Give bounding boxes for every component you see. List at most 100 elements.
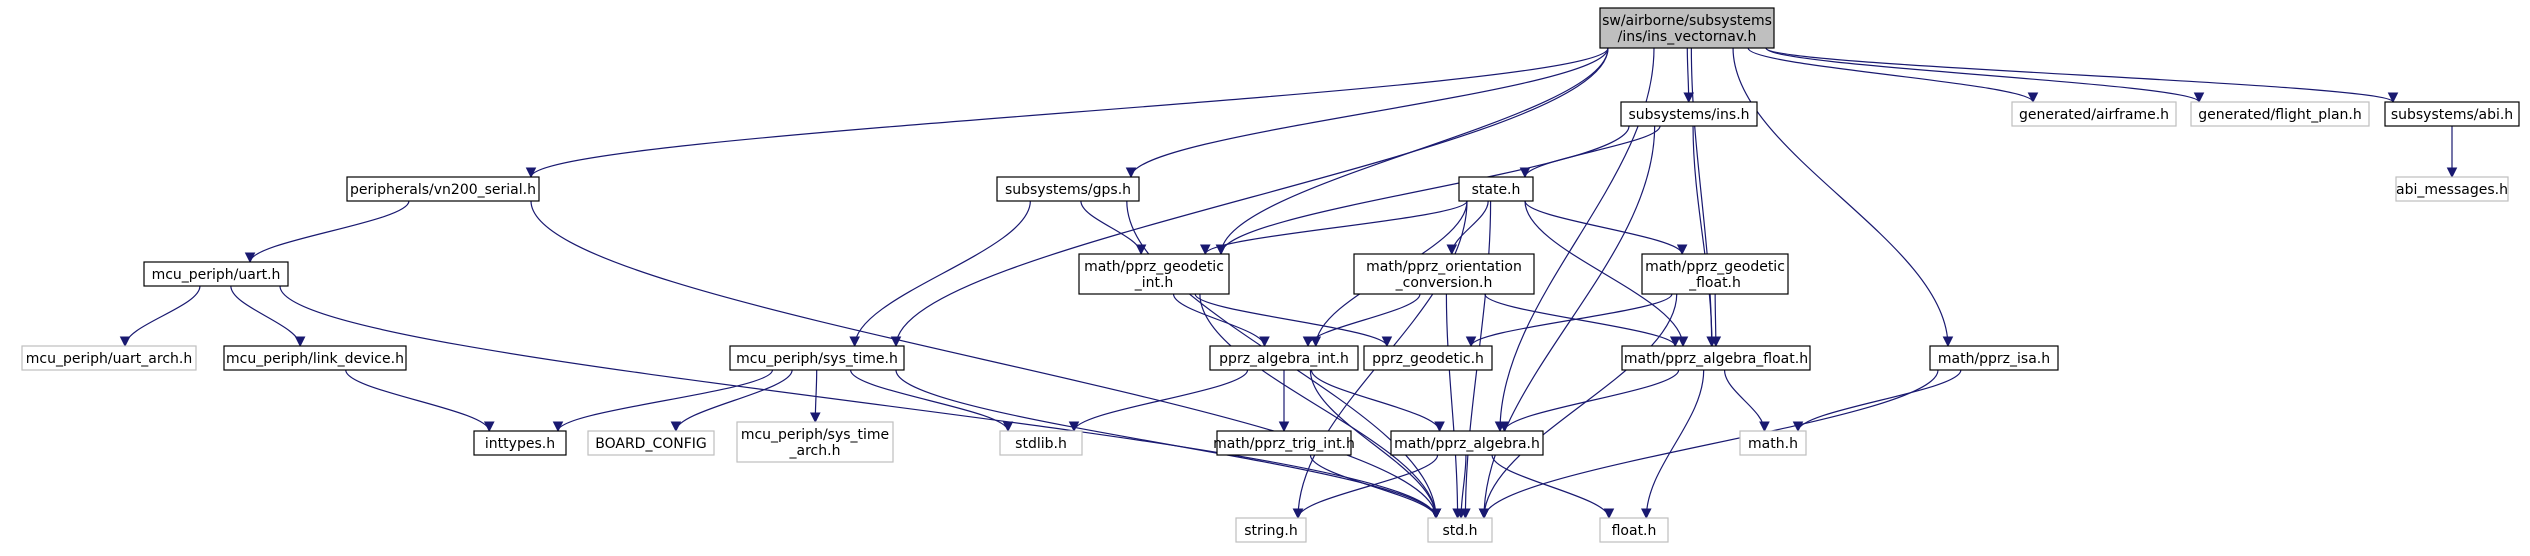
node-box <box>1739 430 1807 456</box>
nodes-layer: sw/airborne/subsystems/ins/ins_vectornav… <box>21 7 2520 543</box>
node-label: sw/airborne/subsystems <box>1602 13 1772 29</box>
node-board: BOARD_CONFIG <box>587 430 715 456</box>
edge-isa-to-std <box>1478 369 1939 520</box>
node-geoint[interactable]: math/pprz_geodetic_int.h <box>1078 253 1230 295</box>
node-box <box>21 345 197 371</box>
node-box <box>473 430 567 456</box>
node-label: math/pprz_algebra.h <box>1394 436 1540 452</box>
node-orient[interactable]: math/pprz_orientation_conversion.h <box>1353 253 1535 295</box>
node-gps[interactable]: subsystems/gps.h <box>996 176 1140 202</box>
edge-algfloat-to-float <box>1640 369 1705 520</box>
edge-systime-to-inttypes <box>552 369 774 433</box>
node-state[interactable]: state.h <box>1458 176 1534 202</box>
edge-ins-to-std <box>1478 125 1656 520</box>
edge-orient-to-algint <box>1302 293 1421 348</box>
node-trig[interactable]: math/pprz_trig_int.h <box>1213 430 1355 456</box>
node-box <box>1929 345 2059 371</box>
edge-algint-to-stdlib <box>1068 369 1249 433</box>
edge-geoint-to-algint <box>1172 293 1270 348</box>
node-label: mcu_periph/link_device.h <box>226 351 404 367</box>
node-box <box>736 421 894 463</box>
edge-ins-to-algfloat <box>1692 125 1718 348</box>
edge-gps-to-systime <box>849 200 1031 348</box>
node-label: mcu_periph/sys_time <box>741 427 889 443</box>
edge-root-to-algfloat <box>1690 47 1718 348</box>
node-inttypes[interactable]: inttypes.h <box>473 430 567 456</box>
edge-geofloat-to-geodetic <box>1465 293 1673 348</box>
node-box <box>2190 101 2370 127</box>
node-root[interactable]: sw/airborne/subsystems/ins/ins_vectornav… <box>1599 7 1775 49</box>
node-geofloat[interactable]: math/pprz_geodetic_float.h <box>1641 253 1789 295</box>
node-label: BOARD_CONFIG <box>595 436 707 452</box>
edges-layer <box>119 47 2458 520</box>
edge-systime-to-board <box>670 369 793 433</box>
edge-state-to-geoint <box>1200 200 1468 256</box>
node-box <box>2011 101 2177 127</box>
edge-isa-to-math <box>1792 369 1962 433</box>
node-isa[interactable]: math/pprz_isa.h <box>1929 345 2059 371</box>
edge-systime-to-stdlib <box>850 369 1014 433</box>
node-box <box>1078 253 1230 295</box>
node-string: string.h <box>1235 517 1307 543</box>
node-box <box>1458 176 1534 202</box>
node-label: mcu_periph/uart_arch.h <box>26 351 192 367</box>
node-box <box>223 345 407 371</box>
node-abi[interactable]: subsystems/abi.h <box>2384 101 2520 127</box>
node-label: subsystems/ins.h <box>1628 107 1749 123</box>
node-label: _conversion.h <box>1395 275 1493 291</box>
node-systime[interactable]: mcu_periph/sys_time.h <box>729 345 905 371</box>
node-math: math.h <box>1739 430 1807 456</box>
node-label: subsystems/gps.h <box>1005 182 1131 198</box>
node-linkdev[interactable]: mcu_periph/link_device.h <box>223 345 407 371</box>
node-uartarch: mcu_periph/uart_arch.h <box>21 345 197 371</box>
edge-state-to-geofloat <box>1524 200 1688 256</box>
edge-systime-to-std <box>895 369 1442 520</box>
edge-uart-to-linkdev <box>230 285 306 348</box>
edge-vn200-to-uart <box>244 200 410 264</box>
node-label: math/pprz_orientation <box>1366 259 1522 275</box>
edge-root-to-vn200 <box>525 47 1609 179</box>
node-box <box>1209 345 1359 371</box>
node-flightplan: generated/flight_plan.h <box>2190 101 2370 127</box>
node-label: math/pprz_isa.h <box>1938 351 2050 367</box>
node-alg[interactable]: math/pprz_algebra.h <box>1390 430 1544 456</box>
node-label: _float.h <box>1688 275 1741 291</box>
node-label: /ins/ins_vectornav.h <box>1618 29 1757 45</box>
edge-root-to-flightplan <box>1765 47 2205 104</box>
node-uart[interactable]: mcu_periph/uart.h <box>143 261 289 287</box>
node-label: math.h <box>1748 436 1798 452</box>
node-label: generated/airframe.h <box>2019 107 2169 123</box>
node-label: math/pprz_trig_int.h <box>1213 436 1355 452</box>
edge-state-to-orient <box>1446 200 1489 256</box>
node-label: stdlib.h <box>1015 436 1067 452</box>
node-label: pprz_geodetic.h <box>1372 351 1484 367</box>
node-label: peripherals/vn200_serial.h <box>350 182 536 198</box>
node-geodetic[interactable]: pprz_geodetic.h <box>1363 345 1493 371</box>
edge-linkdev-to-inttypes <box>345 369 495 433</box>
node-box <box>996 176 1140 202</box>
node-label: math/pprz_geodetic <box>1084 259 1224 275</box>
edge-alg-to-string <box>1292 454 1439 520</box>
edge-root-to-systime <box>890 47 1609 348</box>
node-box <box>587 430 715 456</box>
node-box <box>1641 253 1789 295</box>
edge-uart-to-std <box>279 285 1442 520</box>
edge-ins-to-geoint <box>1215 125 1630 256</box>
node-algfloat[interactable]: math/pprz_algebra_float.h <box>1621 345 1811 371</box>
node-box <box>1390 430 1544 456</box>
node-vn200[interactable]: peripherals/vn200_serial.h <box>346 176 540 202</box>
node-box <box>1353 253 1535 295</box>
node-label: string.h <box>1244 523 1298 539</box>
edge-trig-to-std <box>1309 454 1442 520</box>
node-airframe: generated/airframe.h <box>2011 101 2177 127</box>
node-ins[interactable]: subsystems/ins.h <box>1620 101 1758 127</box>
node-box <box>1216 430 1352 456</box>
node-label: pprz_algebra_int.h <box>1219 351 1349 367</box>
edge-root-to-isa <box>1732 47 1954 348</box>
node-box <box>1235 517 1307 543</box>
edge-alg-to-std <box>1455 454 1467 520</box>
node-label: inttypes.h <box>485 436 555 452</box>
node-algint[interactable]: pprz_algebra_int.h <box>1209 345 1359 371</box>
edge-root-to-geoint <box>1215 47 1609 256</box>
